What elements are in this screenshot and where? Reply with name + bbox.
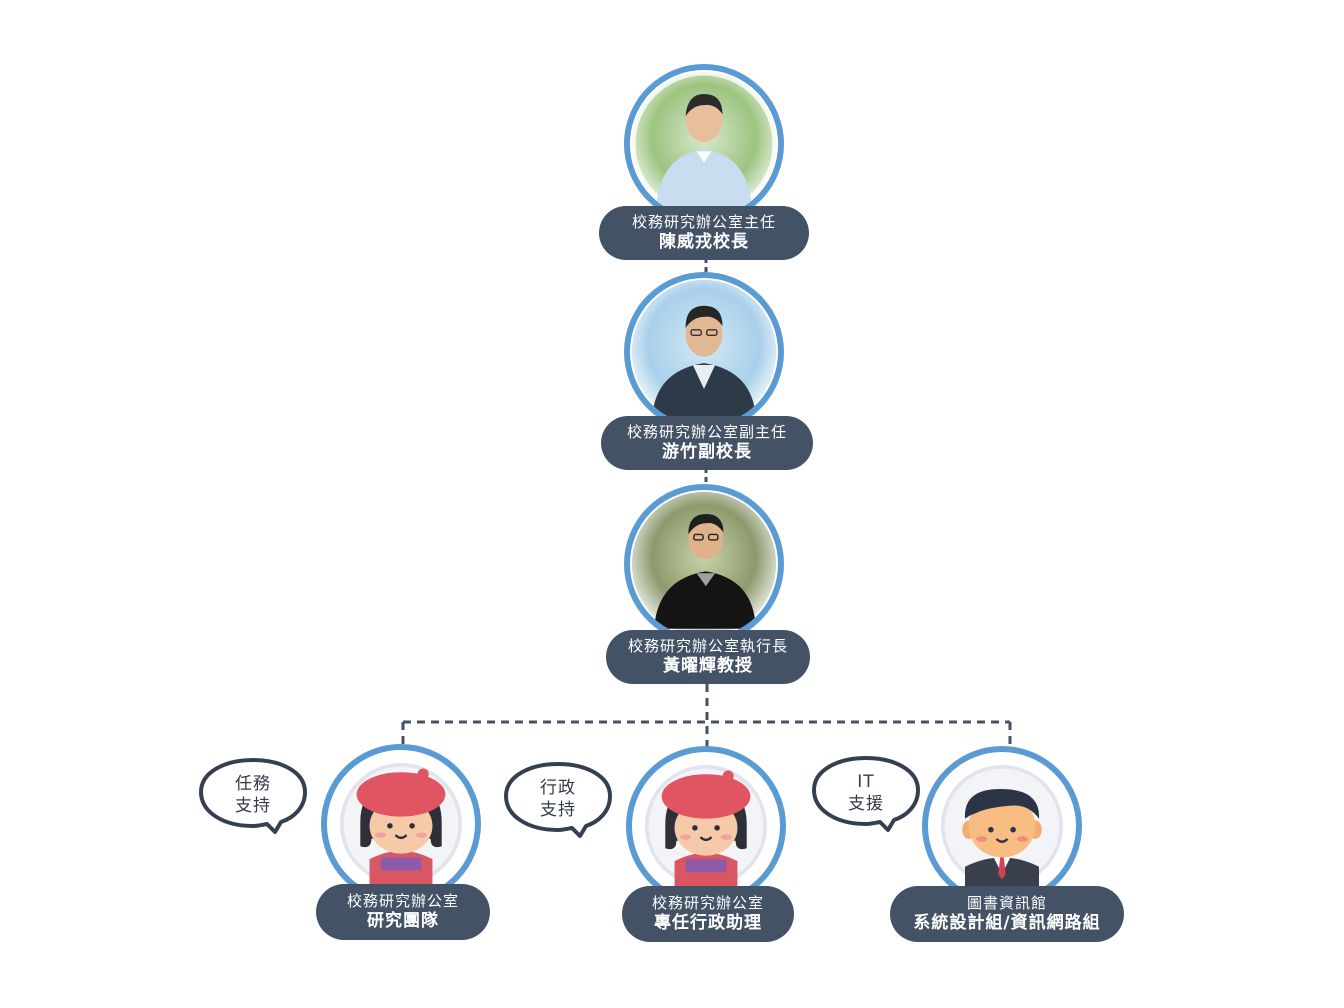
title-director: 校務研究辦公室主任 xyxy=(631,213,776,231)
name-director: 陳威戎校長 xyxy=(659,231,749,252)
team-3-line2: 系統設計組/資訊網路組 xyxy=(913,912,1101,933)
team-3-line1: 圖書資訊館 xyxy=(966,894,1047,912)
label-director: 校務研究辦公室主任 陳威戎校長 xyxy=(599,206,809,260)
bubble-1-line1: 任務 xyxy=(235,773,271,794)
photo-deputy-director xyxy=(624,272,784,432)
speech-bubble-3: IT 支援 xyxy=(810,754,922,834)
team-1-line2: 研究團隊 xyxy=(367,910,439,931)
speech-bubble-1: 任務 支持 xyxy=(197,756,309,836)
bubble-3-line2: 支援 xyxy=(848,794,884,814)
label-ceo: 校務研究辦公室執行長 黃曜輝教授 xyxy=(606,630,810,684)
girl-beret-avatar xyxy=(321,744,481,904)
name-deputy-director: 游竹副校長 xyxy=(662,441,752,462)
bubble-2-line2: 支持 xyxy=(540,800,576,820)
girl-beret-avatar xyxy=(626,746,786,906)
title-deputy-director: 校務研究辦公室副主任 xyxy=(626,423,787,441)
photo-director xyxy=(624,64,784,224)
team-1-line1: 校務研究辦公室 xyxy=(346,892,459,910)
bubble-3-line1: IT xyxy=(857,771,875,792)
speech-bubble-2: 行政 支持 xyxy=(502,760,614,840)
photo-ceo xyxy=(624,484,784,644)
bubble-2-line1: 行政 xyxy=(540,777,576,798)
team-2-line1: 校務研究辦公室 xyxy=(651,894,764,912)
label-deputy-director: 校務研究辦公室副主任 游竹副校長 xyxy=(601,416,813,470)
label-admin-assistant: 校務研究辦公室 專任行政助理 xyxy=(622,886,794,942)
label-library-it: 圖書資訊館 系統設計組/資訊網路組 xyxy=(890,886,1124,942)
label-research-team: 校務研究辦公室 研究團隊 xyxy=(316,884,490,940)
name-ceo: 黃曜輝教授 xyxy=(663,655,753,676)
team-2-line2: 專任行政助理 xyxy=(654,912,762,933)
bubble-1-line2: 支持 xyxy=(235,796,271,816)
title-ceo: 校務研究辦公室執行長 xyxy=(627,637,788,655)
boy-suit-avatar xyxy=(922,746,1082,906)
